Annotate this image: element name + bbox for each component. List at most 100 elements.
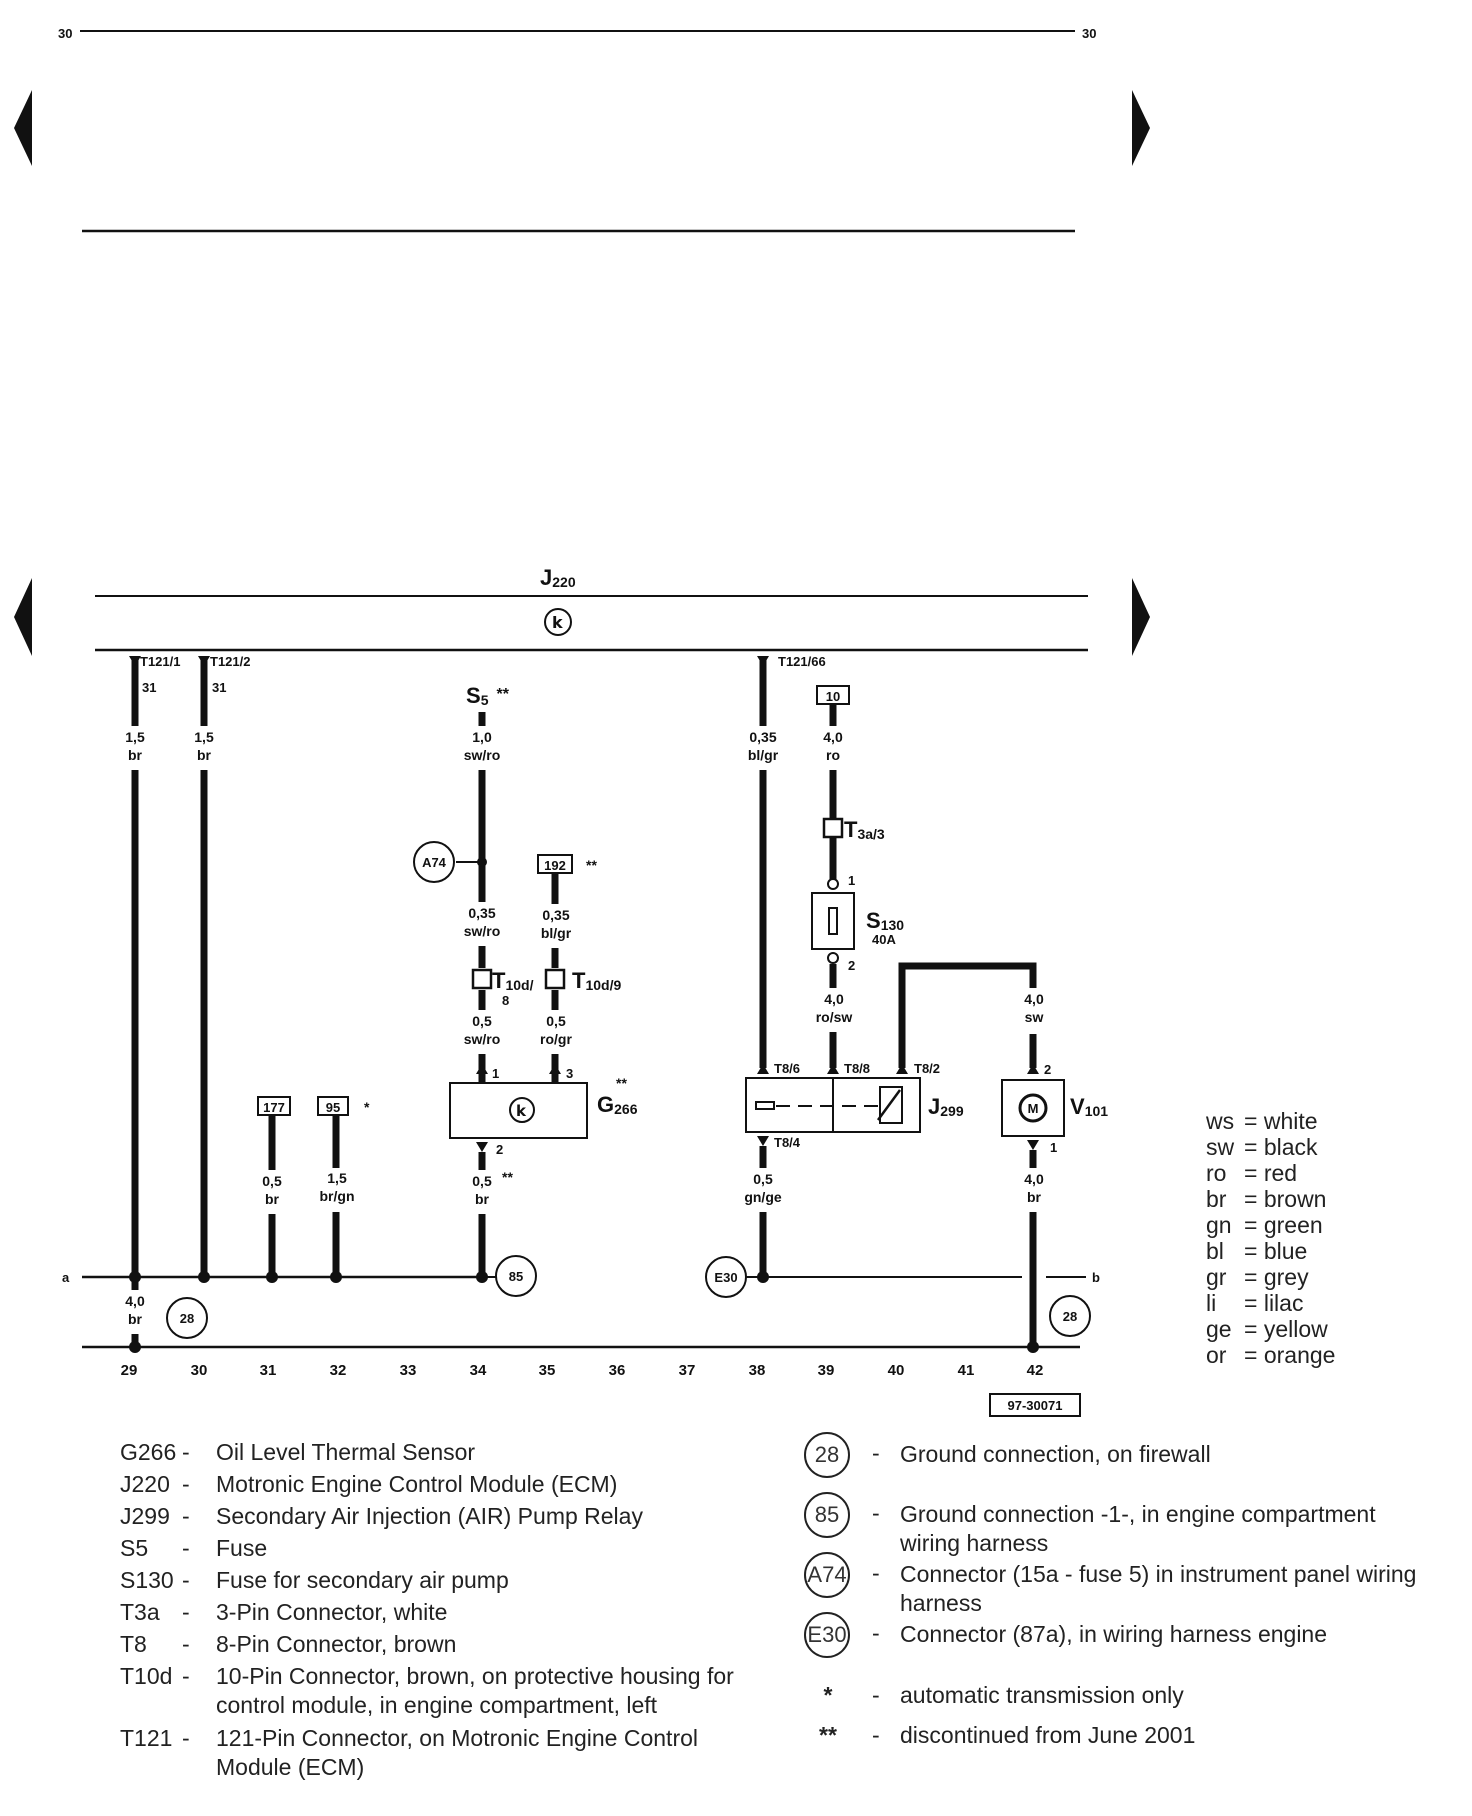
page-right-arrow-bottom[interactable] — [1132, 578, 1150, 656]
j299-switch — [876, 1089, 902, 1121]
color-abbr: gn — [1206, 1212, 1232, 1238]
page-left-arrow-top[interactable] — [14, 90, 32, 166]
equals-sign: = — [1244, 1160, 1264, 1186]
s130-pin1-dot — [827, 878, 839, 890]
column-number: 42 — [1027, 1362, 1044, 1379]
t10d8-pin: 8 — [502, 993, 509, 1008]
color-key-row: li= lilac — [1206, 1290, 1335, 1316]
box-10-label: 10 — [826, 689, 840, 704]
t88-arrow — [827, 1064, 839, 1074]
g266-pin1-arrow — [476, 1064, 488, 1074]
wire-42-top-size: 4,0 — [1024, 991, 1044, 1007]
wire-30-size: 1,5 — [194, 729, 214, 745]
column-number: 37 — [679, 1362, 696, 1379]
color-key-row: ge= yellow — [1206, 1316, 1335, 1342]
s130-rating: 40A — [872, 932, 896, 947]
header-left-number: 30 — [58, 26, 72, 41]
legend-note-desc: automatic transmission only — [900, 1682, 1184, 1708]
label-b: b — [1092, 1270, 1100, 1285]
j299-contact-box — [832, 1077, 921, 1133]
v101-pin1: 1 — [1050, 1140, 1057, 1155]
box-95-label: 95 — [326, 1100, 340, 1115]
pin-t121-1: T121/1 — [140, 654, 180, 669]
column-number: 36 — [609, 1362, 626, 1379]
wire-30-color: br — [197, 747, 212, 763]
legend-component-row: S5 -Fuse — [120, 1534, 760, 1594]
color-abbr: bl — [1206, 1238, 1224, 1264]
wire-38-bot-color: gn/ge — [744, 1189, 782, 1205]
color-abbr: gr — [1206, 1264, 1227, 1290]
t10d8-connector-icon — [471, 968, 493, 990]
column-number: 34 — [470, 1362, 487, 1379]
legend-dash: - — [872, 1722, 880, 1748]
t88-label: T8/8 — [844, 1061, 870, 1076]
legend-desc: Fuse — [216, 1535, 268, 1561]
v101-motor-icon — [1018, 1093, 1048, 1123]
color-abbr: ro — [1206, 1160, 1227, 1186]
equals-sign: = — [1244, 1134, 1264, 1160]
legend-component-row: S130-Fuse for secondary air pump — [120, 1566, 760, 1626]
legend-code: T121 — [120, 1725, 173, 1751]
color-abbr: ws — [1206, 1108, 1235, 1134]
color-name: brown — [1263, 1186, 1327, 1212]
legend-dash: - — [182, 1567, 190, 1593]
legend-desc: Oil Level Thermal Sensor — [216, 1439, 476, 1465]
terminal-29: 31 — [142, 680, 156, 695]
g266-control-icon — [509, 1097, 535, 1123]
wire-29-color: br — [128, 747, 143, 763]
legend-component-row: T3a-3-Pin Connector, white — [120, 1598, 760, 1658]
reference-box — [989, 1393, 1081, 1417]
column-number: 39 — [818, 1362, 835, 1379]
node-38 — [757, 1271, 769, 1283]
bus-node-29 — [129, 1341, 141, 1353]
legend-note-desc: discontinued from June 2001 — [900, 1722, 1196, 1748]
legend-component-row: T10d-10-Pin Connector, brown, on protect… — [120, 1662, 760, 1722]
column-number: 41 — [958, 1362, 975, 1379]
column-number: 29 — [121, 1362, 138, 1379]
wire-39-mid-color: ro/sw — [816, 1009, 853, 1025]
color-abbr: or — [1206, 1342, 1227, 1368]
wire-38-bot-size: 0,5 — [753, 1171, 773, 1187]
column-number: 30 — [191, 1362, 208, 1379]
color-name: grey — [1263, 1264, 1309, 1290]
legend-desc: 3-Pin Connector, white — [216, 1599, 448, 1625]
equals-sign: = — [1244, 1186, 1264, 1212]
legend-code: S5 — [120, 1535, 149, 1561]
color-key-row: gn= green — [1206, 1212, 1335, 1238]
pin-arrow-29 — [129, 656, 141, 666]
wire-42-top-color: sw — [1025, 1009, 1044, 1025]
color-abbr: br — [1206, 1186, 1227, 1212]
wire-34-low-size: 0,5 — [472, 1013, 492, 1029]
t10d9-label: T10d/9 — [572, 968, 621, 993]
legend-symbol-desc: Ground connection -1-, in engine compart… — [900, 1501, 1376, 1556]
legend-code: T3a — [120, 1599, 160, 1625]
color-name: white — [1263, 1108, 1318, 1134]
wire-35-low-size: 0,5 — [546, 1013, 566, 1029]
ground-28-right-label: 28 — [1063, 1309, 1077, 1324]
legend-component-row: J220-Motronic Engine Control Module (ECM… — [120, 1470, 760, 1530]
legend-dash: - — [182, 1631, 190, 1657]
s130-pin2-dot — [827, 952, 839, 964]
legend-note-mark: ** — [819, 1722, 837, 1748]
page-left-arrow-bottom[interactable] — [14, 578, 32, 656]
wire-35-mid-color: bl/gr — [541, 925, 572, 941]
j220-label: J220 — [540, 565, 576, 590]
wire-38-top-color: bl/gr — [748, 747, 779, 763]
node-32 — [330, 1271, 342, 1283]
legend-symbol-desc: Connector (15a - fuse 5) in instrument p… — [900, 1561, 1417, 1616]
wire-34-top-size: 1,0 — [472, 729, 492, 745]
color-key-row: bl= blue — [1206, 1238, 1335, 1264]
color-name: black — [1263, 1134, 1318, 1160]
legend-code: J220 — [120, 1471, 170, 1497]
page-right-arrow-top[interactable] — [1132, 90, 1150, 166]
color-key-row: sw= black — [1206, 1134, 1335, 1160]
wire-32-color: br/gn — [320, 1188, 355, 1204]
connector-e30-label: E30 — [714, 1270, 737, 1285]
color-key-row: gr= grey — [1206, 1264, 1335, 1290]
color-name: red — [1263, 1160, 1298, 1186]
column-number: 32 — [330, 1362, 347, 1379]
pin-t121-66: T121/66 — [778, 654, 826, 669]
box-177-label: 177 — [263, 1100, 285, 1115]
